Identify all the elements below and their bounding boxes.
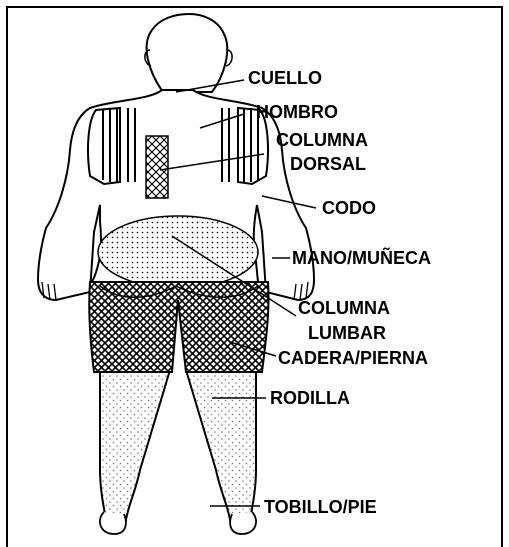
left-foot <box>100 512 126 534</box>
label-lumbar-spine-line2: LUMBAR <box>308 323 386 343</box>
label-knee: RODILLA <box>270 388 350 408</box>
lumbar-region <box>98 216 258 288</box>
head <box>147 14 228 92</box>
label-elbow: CODO <box>322 198 376 218</box>
hip-thigh-region <box>89 282 268 372</box>
label-thoracic-spine-line2: DORSAL <box>290 154 366 174</box>
right-lower-leg <box>186 370 256 528</box>
label-hip-leg: CADERA/PIERNA <box>278 348 428 368</box>
left-lower-leg <box>100 370 170 528</box>
thoracic-spine-region <box>146 136 168 198</box>
label-ankle-foot: TOBILLO/PIE <box>264 497 377 517</box>
left-shoulder-region <box>88 108 120 184</box>
label-lumbar-spine-line1: COLUMNA <box>298 298 390 318</box>
right-foot <box>230 512 256 534</box>
label-shoulder: HOMBRO <box>256 102 338 122</box>
label-thoracic-spine-line1: COLUMNA <box>276 130 368 150</box>
label-neck: CUELLO <box>248 68 322 88</box>
label-hand-wrist: MANO/MUÑECA <box>292 247 431 268</box>
